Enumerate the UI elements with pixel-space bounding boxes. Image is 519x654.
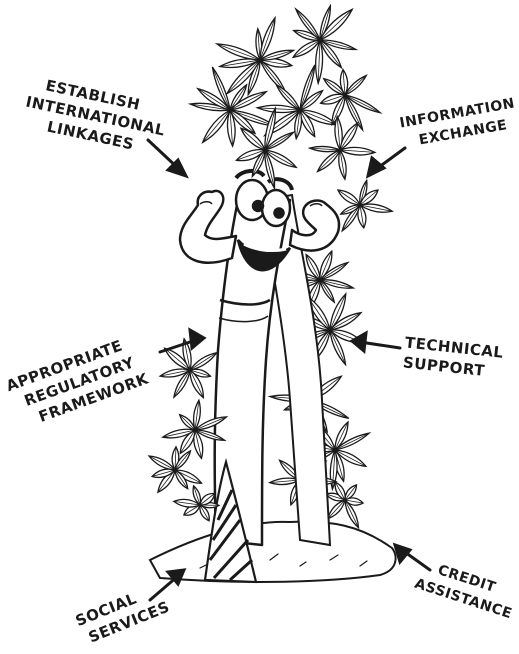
arrow-icon-credit [395, 545, 430, 570]
leaf-vein [328, 500, 345, 519]
leaf-vein [190, 353, 217, 370]
label-social-services: SOCIAL SERVICES [73, 579, 172, 649]
arrow-icon-regulatory [160, 330, 204, 352]
leaf-vein [338, 190, 360, 205]
leaf-vein [318, 150, 341, 172]
ground-mound [150, 522, 396, 582]
label-information-exchange: INFORMATION EXCHANGE [398, 95, 519, 151]
leaf-vein [203, 110, 230, 142]
leaf-vein [180, 415, 195, 430]
label-credit-assistance: CREDIT ASSISTANCE [412, 557, 519, 623]
label-technical-support: TECHNICAL SUPPORT [402, 333, 504, 381]
leaf-vein [149, 456, 175, 470]
arrow-icon-technical [352, 333, 400, 351]
arrow-icon-establish [148, 140, 186, 176]
label-appropriate-regulatory-framework: APPROPRIATE REGULATORY FRAMEWORK [4, 332, 152, 433]
leaf-vein [217, 44, 260, 60]
label-establish-international-linkages: ESTABLISH INTERNATIONAL LINKAGES [20, 73, 171, 159]
